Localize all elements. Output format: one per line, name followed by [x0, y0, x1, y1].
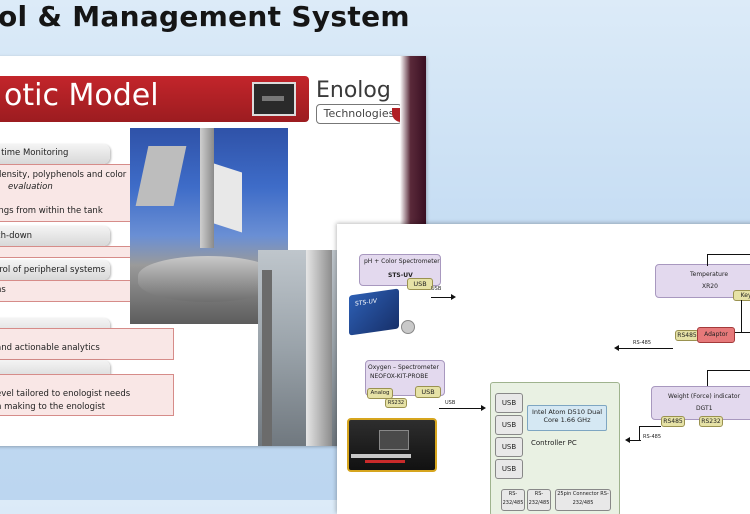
arrow-left-icon — [614, 345, 619, 351]
temperature-model: XR20 — [702, 283, 718, 290]
cable-line — [619, 348, 673, 349]
bullet-subtext: evel tailored to enologist needs — [0, 389, 131, 399]
ph-color-model: STS-UV — [388, 272, 413, 279]
weight-indicator-box: Weight (Force) indicator DGT1 — [651, 386, 750, 420]
cable-line — [707, 254, 708, 266]
arrow-right-icon — [451, 294, 456, 300]
bullet-subtext: n making to the enologist — [0, 402, 106, 412]
usb-slot: USB — [495, 393, 523, 413]
adaptor-box: Adaptor — [697, 327, 735, 343]
bullet-panel — [0, 246, 132, 258]
enolog-tagline: Technologies — [316, 104, 402, 124]
cable-label: RS-485 — [633, 340, 651, 346]
bullet-text: ch-down — [0, 231, 33, 241]
spectrometer-device-image: STS-UV — [349, 288, 399, 336]
bullet-subtext: evaluation — [8, 182, 53, 192]
bullet-subtext: ings from within the tank — [0, 206, 103, 216]
bullet-subtext: ns — [0, 285, 6, 295]
cable-line — [707, 370, 750, 371]
cable-line — [741, 300, 742, 332]
oxygen-kit-image — [347, 418, 437, 472]
cable-line — [431, 297, 453, 298]
rs-connector: RS-232/485 — [501, 489, 525, 511]
weight-title: Weight (Force) indicator — [668, 393, 741, 400]
rs-connector-25pin: 25pin Connector RS-232/485 — [555, 489, 611, 511]
slide-architecture-diagram: pH + Color Spectrometer STS-UV USB USB S… — [337, 224, 750, 514]
temperature-title: Temperature — [690, 271, 729, 278]
coin-icon — [401, 320, 415, 334]
weight-model: DGT1 — [696, 405, 713, 412]
cable-label: USB — [431, 286, 442, 292]
arrow-right-icon — [481, 405, 486, 411]
bullet-subtext: density, polyphenols and color — [0, 170, 127, 180]
bullet-text: trol of peripheral systems — [0, 265, 106, 275]
bullet-subtext: and actionable analytics — [0, 343, 100, 353]
usb-port: USB — [415, 386, 441, 398]
arrow-left-icon — [625, 437, 630, 443]
bullet-panel — [0, 328, 174, 360]
cable-line — [707, 370, 708, 386]
logo-thumbnail — [252, 82, 296, 116]
bullet-pill — [0, 144, 110, 164]
cable-label: RS-485 — [643, 434, 661, 440]
ph-color-title: pH + Color Spectrometer — [364, 258, 440, 265]
cable-label: USB — [445, 400, 456, 406]
rs232-port: RS232 — [699, 416, 723, 427]
probe-cable-red — [365, 460, 405, 463]
slide-title: otic Model — [4, 78, 159, 113]
rs485-port: RS485 — [661, 416, 685, 427]
bullet-pill — [0, 226, 110, 246]
usb-slot: USB — [495, 437, 523, 457]
cable-line — [707, 254, 750, 255]
controller-label: Controller PC — [531, 439, 577, 447]
bullet-panel — [0, 374, 174, 416]
rs-connector: RS-232/485 — [527, 489, 551, 511]
controller-pc-box: USB USB USB USB Intel Atom D510 Dual Cor… — [490, 382, 620, 514]
probe-cable — [351, 454, 411, 458]
cable-line — [629, 440, 641, 441]
enolog-logo: Enolog Technologies — [310, 68, 426, 128]
oxygen-model: NEOFOX-KIT-PROBE — [370, 373, 429, 380]
rs485-port: RS485 — [675, 330, 699, 341]
cable-line — [727, 332, 750, 333]
oxygen-title: Oxygen – Spectrometer — [368, 364, 439, 371]
bullet-text: l time Monitoring — [0, 148, 69, 158]
cable-line — [639, 426, 661, 427]
cpu-label-box: Intel Atom D510 Dual Core 1.66 GHz — [527, 405, 607, 431]
enolog-brand-name: Enolog — [316, 78, 391, 103]
rs232-port: RS232 — [385, 398, 407, 408]
bullet-panel — [0, 164, 132, 222]
usb-port: USB — [407, 278, 433, 290]
page-title: ol & Management System — [0, 0, 410, 33]
analog-port: Analog — [367, 388, 393, 399]
usb-slot: USB — [495, 415, 523, 435]
bullet-panel — [0, 280, 132, 302]
bullet-pill — [0, 260, 110, 280]
usb-slot: USB — [495, 459, 523, 479]
cable-line — [639, 426, 640, 440]
cable-line — [439, 408, 483, 409]
